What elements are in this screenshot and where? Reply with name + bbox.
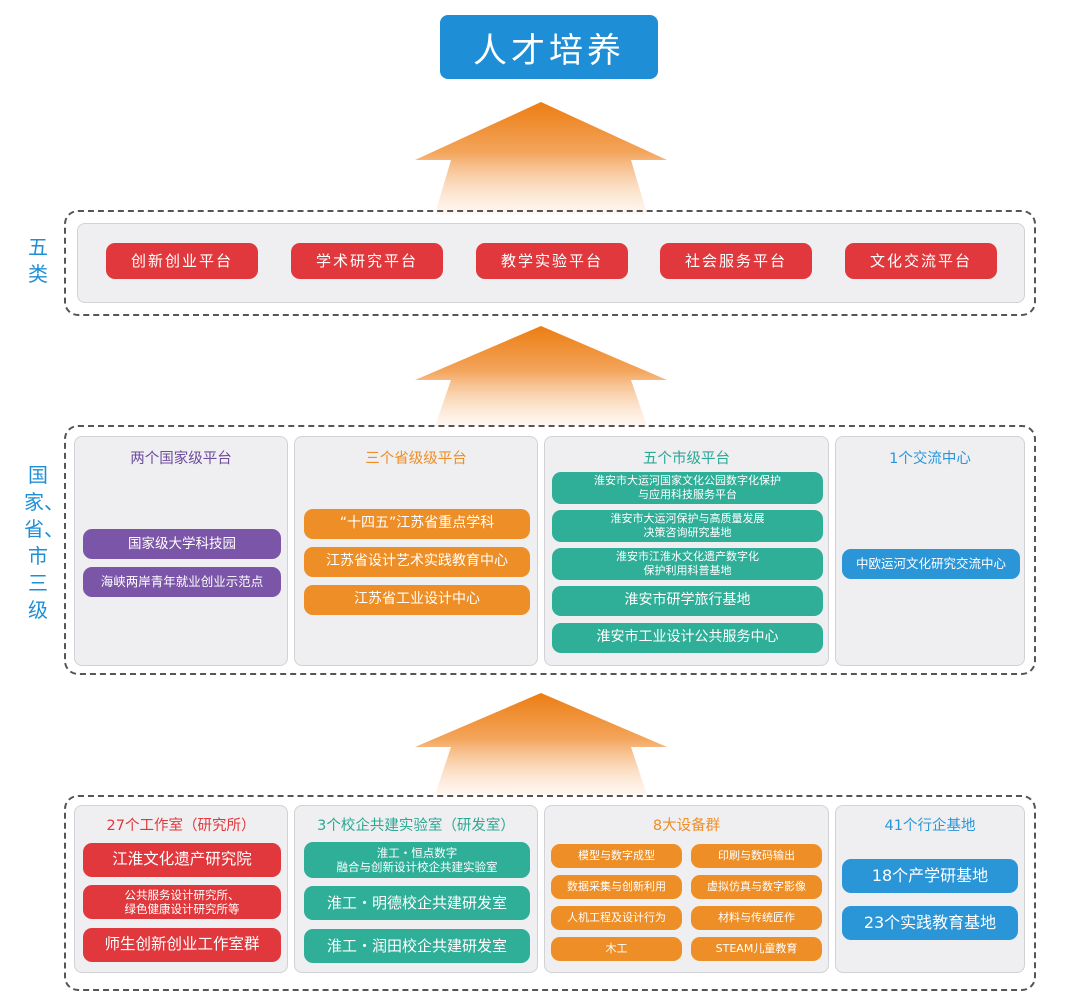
- labs-title: 3个校企共建实验室（研发室）: [317, 818, 515, 834]
- exchange-item: 中欧运河文化研究交流中心: [842, 549, 1020, 579]
- studios-title: 27个工作室（研究所）: [106, 818, 256, 834]
- equipment-panel: 8大设备群 模型与数字成型 印刷与数码输出 数据采集与创新利用 虚拟仿真与数字影…: [544, 805, 829, 973]
- platform-teaching: 教学实验平台: [476, 243, 628, 279]
- equipment-item: 木工: [551, 937, 682, 961]
- section-label-three-level: 国家、省、市三级: [24, 463, 64, 622]
- national-item: 国家级大学科技园: [83, 529, 281, 559]
- city-item-line: 淮安市大运河保护与高质量发展: [610, 512, 765, 526]
- platform-social: 社会服务平台: [660, 243, 812, 279]
- city-item-line: 淮安市大运河国家文化公园数字化保护: [594, 474, 781, 488]
- labs-panel: 3个校企共建实验室（研发室） 淮工・恒点数字 融合与创新设计校企共建实验室 淮工…: [294, 805, 538, 973]
- five-platforms-frame: [64, 210, 1036, 316]
- bases-title: 41个行企基地: [884, 818, 976, 834]
- provincial-title: 三个省级级平台: [365, 451, 467, 467]
- lab-item-line: 融合与创新设计校企共建实验室: [336, 860, 498, 874]
- equipment-item: 模型与数字成型: [551, 844, 682, 868]
- national-item: 海峡两岸青年就业创业示范点: [83, 567, 281, 597]
- provincial-item: “十四五”江苏省重点学科: [304, 509, 530, 539]
- city-panel: 五个市级平台 淮安市大运河国家文化公园数字化保护 与应用科技服务平台 淮安市大运…: [544, 436, 829, 666]
- city-item-line: 与应用科技服务平台: [638, 488, 737, 501]
- national-panel: 两个国家级平台 国家级大学科技园 海峡两岸青年就业创业示范点: [74, 436, 288, 666]
- lab-item: 淮工・恒点数字 融合与创新设计校企共建实验室: [304, 842, 530, 878]
- page-title: 人才培养: [440, 15, 658, 79]
- exchange-panel: 1个交流中心 中欧运河文化研究交流中心: [835, 436, 1025, 666]
- studios-panel: 27个工作室（研究所） 江淮文化遗产研究院 公共服务设计研究所、 绿色健康设计研…: [74, 805, 288, 973]
- studio-item-line: 绿色健康设计研究所等: [124, 902, 240, 916]
- city-item-line: 保护利用科普基地: [643, 564, 732, 577]
- city-item: 淮安市大运河保护与高质量发展 决策咨询研究基地: [552, 510, 823, 542]
- studio-item: 江淮文化遗产研究院: [83, 843, 281, 877]
- up-arrow-icon: [415, 693, 667, 795]
- up-arrow-icon: [415, 102, 667, 214]
- three-level-frame: [64, 425, 1036, 675]
- studio-item: 公共服务设计研究所、 绿色健康设计研究所等: [83, 885, 281, 919]
- bases-panel: 41个行企基地 18个产学研基地 23个实践教育基地: [835, 805, 1025, 973]
- city-item-line: 决策咨询研究基地: [643, 526, 732, 539]
- up-arrow-icon: [415, 326, 667, 426]
- equipment-title: 8大设备群: [652, 818, 721, 834]
- platform-culture: 文化交流平台: [845, 243, 997, 279]
- base-item: 23个实践教育基地: [842, 906, 1018, 940]
- platform-research: 学术研究平台: [291, 243, 443, 279]
- equipment-item: 印刷与数码输出: [691, 844, 822, 868]
- provincial-item: 江苏省设计艺术实践教育中心: [304, 547, 530, 577]
- provincial-panel: 三个省级级平台 “十四五”江苏省重点学科 江苏省设计艺术实践教育中心 江苏省工业…: [294, 436, 538, 666]
- base-item: 18个产学研基地: [842, 859, 1018, 893]
- platform-innovation: 创新创业平台: [106, 243, 258, 279]
- city-item: 淮安市工业设计公共服务中心: [552, 623, 823, 653]
- lab-item-line: 淮工・恒点数字: [376, 845, 458, 860]
- exchange-title: 1个交流中心: [889, 451, 971, 467]
- city-item: 淮安市研学旅行基地: [552, 586, 823, 616]
- city-item-line: 淮安市江淮水文化遗产数字化: [616, 550, 759, 564]
- city-item: 淮安市江淮水文化遗产数字化 保护利用科普基地: [552, 548, 823, 580]
- section-label-five: 五类: [28, 235, 48, 286]
- provincial-item: 江苏省工业设计中心: [304, 585, 530, 615]
- equipment-item: 材料与传统匠作: [691, 906, 822, 930]
- base-frame: [64, 795, 1036, 991]
- lab-item: 淮工・润田校企共建研发室: [304, 929, 530, 963]
- lab-item: 淮工・明德校企共建研发室: [304, 886, 530, 920]
- equipment-item: 人机工程及设计行为: [551, 906, 682, 930]
- five-platforms-panel: 创新创业平台 学术研究平台 教学实验平台 社会服务平台 文化交流平台: [77, 223, 1025, 303]
- equipment-item: STEAM儿童教育: [691, 937, 822, 961]
- national-title: 两个国家级平台: [130, 451, 232, 467]
- studio-item-line: 公共服务设计研究所、: [124, 887, 240, 902]
- city-item: 淮安市大运河国家文化公园数字化保护 与应用科技服务平台: [552, 472, 823, 504]
- city-title: 五个市级平台: [643, 451, 730, 467]
- equipment-item: 虚拟仿真与数字影像: [691, 875, 822, 899]
- studio-item: 师生创新创业工作室群: [83, 928, 281, 962]
- equipment-item: 数据采集与创新利用: [551, 875, 682, 899]
